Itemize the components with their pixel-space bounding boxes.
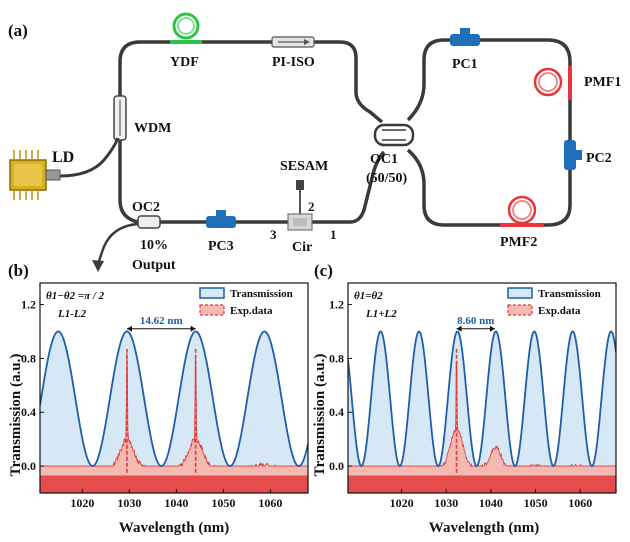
plot-frame-c (347, 282, 617, 494)
spacing-arrow-right-icon-c (489, 325, 495, 332)
output-fiber (96, 222, 139, 265)
pmf1-coil-icon (533, 66, 572, 100)
legend-label-transmission-c: Transmission (538, 288, 601, 300)
chart-panel-c: (c) Transmission (a.u.) Wavelength (nm) … (312, 261, 617, 536)
panel-label-c: (c) (314, 261, 333, 280)
left-ring-fiber-bottom (158, 150, 386, 224)
y-tick-label-c-2: 0.8 (329, 351, 344, 365)
output-label: Output (132, 258, 176, 273)
transmission-fill-b (40, 331, 308, 493)
oc2-label: OC2 (132, 200, 160, 215)
y-tick-label-b-3: 1.2 (21, 298, 36, 312)
x-tick-label-c-2: 1040 (479, 496, 503, 510)
oc1-ratio-label: (50/50) (366, 171, 408, 186)
pi-iso-icon (271, 36, 315, 48)
cir-port-3: 3 (270, 227, 277, 242)
panel-label-b: (b) (8, 261, 29, 280)
plot-area-b: 1020 1030 1040 1050 1060 0.0 0.4 0.8 1.2 θ1−θ2 =π… (21, 282, 309, 510)
x-tick-label-c-4: 1060 (568, 496, 592, 510)
y-tick-label-b-0: 0.0 (21, 459, 36, 473)
legend-swatch-exp-b (199, 304, 225, 316)
oc1-label: OC1 (370, 152, 398, 167)
y-tick-label-c-0: 0.0 (329, 459, 344, 473)
y-axis-title-c: Transmission (a.u.) (312, 354, 328, 477)
cir-port-2: 2 (308, 199, 315, 214)
wdm-label: WDM (134, 121, 171, 136)
legend-label-transmission-b: Transmission (230, 288, 293, 300)
y-tick-label-c-1: 0.4 (329, 405, 344, 419)
x-tick-label-c-3: 1050 (524, 496, 548, 510)
panel-label-a: (a) (8, 21, 28, 40)
pc1-controller-icon (450, 28, 480, 46)
output-arrow-icon (92, 260, 104, 272)
condition-text-1-b: θ1−θ2 =π / 2 (46, 290, 105, 302)
condition-text-2-c: L1+L2 (365, 308, 397, 320)
plot-frame-b (39, 282, 309, 494)
spacing-label-b: 14.62 nm (140, 315, 183, 327)
spacing-arrow-left-icon-b (126, 325, 132, 332)
wdm-icon (113, 95, 127, 141)
pmf1-label: PMF1 (584, 75, 621, 90)
sesam-label: SESAM (280, 159, 328, 174)
output-percent-label: 10% (140, 238, 168, 253)
legend-swatch-exp-c (507, 304, 533, 316)
x-tick-label-c-1: 1030 (434, 496, 458, 510)
laser-diode-icon (9, 150, 61, 200)
cir-port-1: 1 (330, 227, 337, 242)
pc1-label: PC1 (452, 57, 478, 72)
right-ring-fiber (406, 38, 572, 227)
spacing-label-c: 8.60 nm (457, 315, 494, 327)
cir-label: Cir (292, 240, 312, 255)
pi-iso-label: PI-ISO (272, 55, 315, 70)
pmf2-coil-icon (500, 195, 544, 227)
x-axis-title-c: Wavelength (nm) (429, 520, 539, 536)
ld-label: LD (52, 149, 74, 166)
x-tick-label-b-2: 1040 (164, 496, 188, 510)
exp-noise-floor-c (348, 475, 616, 493)
spacing-arrow-left-icon-c (456, 325, 462, 332)
condition-text-1-c: θ1=θ2 (354, 290, 383, 302)
circulator-icon (287, 213, 313, 231)
spacing-arrow-right-icon-b (190, 325, 196, 332)
legend-swatch-transmission-b (199, 287, 225, 299)
pump-fiber (59, 137, 120, 178)
legend-label-exp-c: Exp.data (538, 305, 581, 317)
laser-schematic: (a) OC1 (50/50) YDF PI-ISO (8, 12, 621, 273)
x-tick-label-b-3: 1050 (211, 496, 235, 510)
chart-panel-b: (b) Transmission (a.u.) Wavelength (nm) … (8, 261, 309, 536)
x-tick-label-b-4: 1060 (258, 496, 282, 510)
sesam-icon (296, 180, 304, 214)
transmission-line-b (40, 330, 308, 467)
plot-inner-b (40, 330, 308, 493)
x-tick-label-c-0: 1020 (390, 496, 414, 510)
pc2-label: PC2 (586, 151, 612, 166)
y-tick-label-b-1: 0.4 (21, 405, 36, 419)
exp-noise-floor-b (40, 475, 308, 493)
pc3-controller-icon (206, 210, 236, 228)
x-tick-label-b-0: 1020 (70, 496, 94, 510)
x-axis-title-b: Wavelength (nm) (119, 520, 229, 536)
pc3-label: PC3 (208, 239, 234, 254)
y-tick-label-c-3: 1.2 (329, 298, 344, 312)
transmission-line-c (348, 330, 616, 468)
plot-area-c: 1020 1030 1040 1050 1060 0.0 0.4 0.8 1.2 θ1=θ2L1+… (329, 282, 617, 510)
pc2-controller-icon (564, 140, 582, 170)
x-tick-label-b-1: 1030 (117, 496, 141, 510)
y-tick-label-b-2: 0.8 (21, 351, 36, 365)
condition-text-2-b: L1-L2 (57, 308, 87, 320)
ydf-coil-icon (170, 12, 202, 44)
ydf-label: YDF (170, 55, 199, 70)
plot-inner-c (348, 330, 616, 493)
pmf2-label: PMF2 (500, 235, 537, 250)
y-axis-title-b: Transmission (a.u.) (8, 354, 24, 477)
oc1-coupler (373, 123, 415, 147)
legend-label-exp-b: Exp.data (230, 305, 273, 317)
legend-swatch-transmission-c (507, 287, 533, 299)
oc2-coupler (137, 215, 161, 229)
left-ring-fiber (140, 40, 384, 124)
